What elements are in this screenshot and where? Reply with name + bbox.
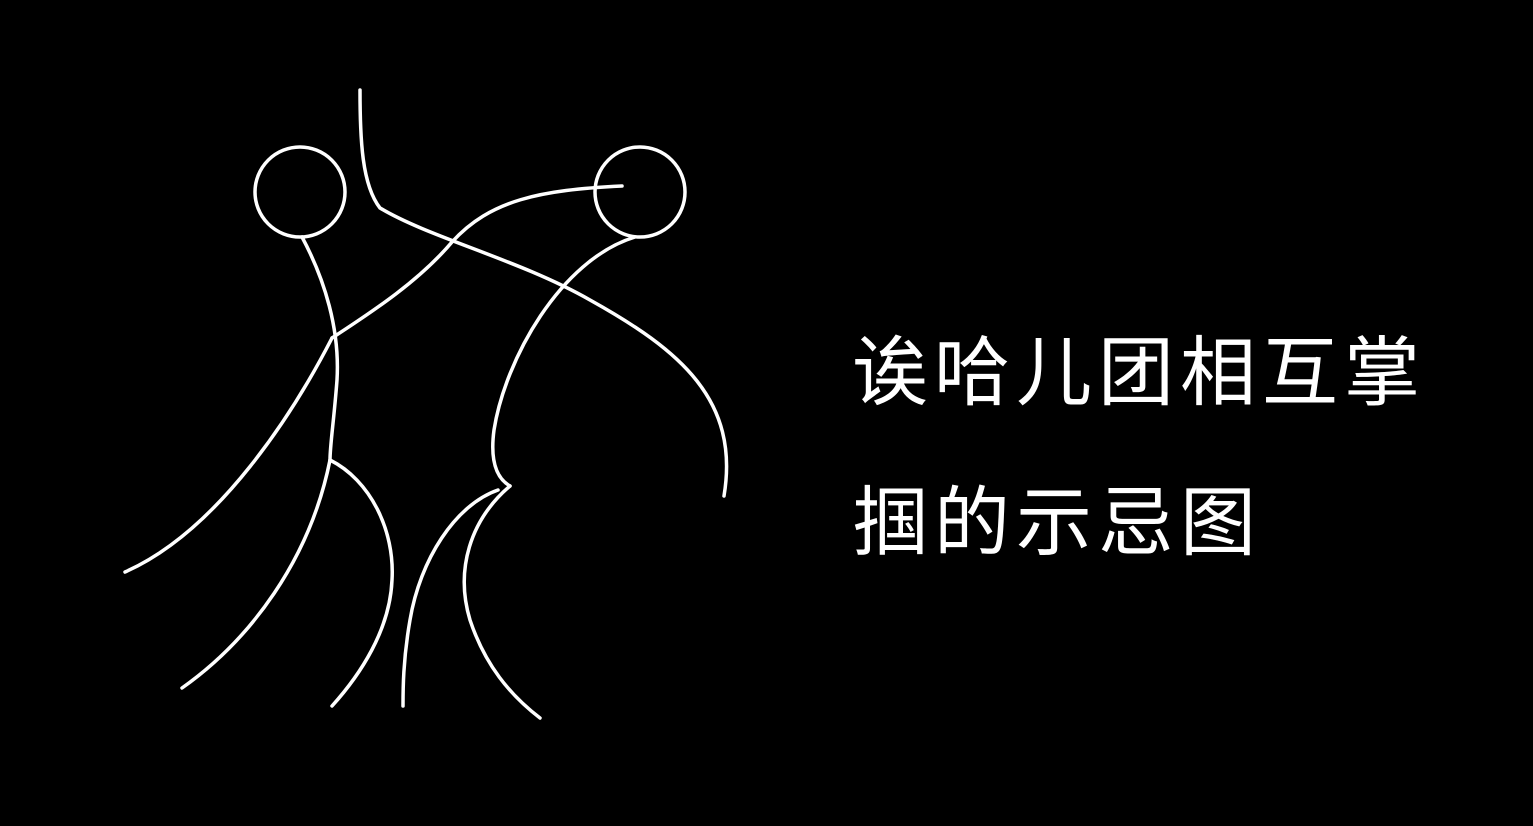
left-figure-body — [300, 235, 340, 462]
left-figure-leg-back — [180, 458, 332, 690]
left-figure — [123, 145, 624, 708]
left-figure-head — [253, 145, 347, 239]
right-figure — [358, 88, 729, 720]
right-figure-leg-back — [462, 484, 542, 720]
right-figure-head — [593, 145, 687, 239]
caption-line-1: 诶哈儿团相互掌 — [852, 328, 1426, 417]
right-figure-leg-front — [401, 488, 500, 708]
diagram-caption: 诶哈儿团相互掌 掴的示忌图 — [852, 298, 1522, 598]
left-figure-leg-front — [328, 458, 394, 708]
right-figure-body — [491, 235, 637, 488]
left-figure-arm-raised — [330, 184, 624, 340]
right-figure-arm-raised — [358, 88, 729, 498]
left-figure-arm-lowered — [123, 336, 334, 574]
caption-line-2: 掴的示忌图 — [852, 478, 1262, 567]
